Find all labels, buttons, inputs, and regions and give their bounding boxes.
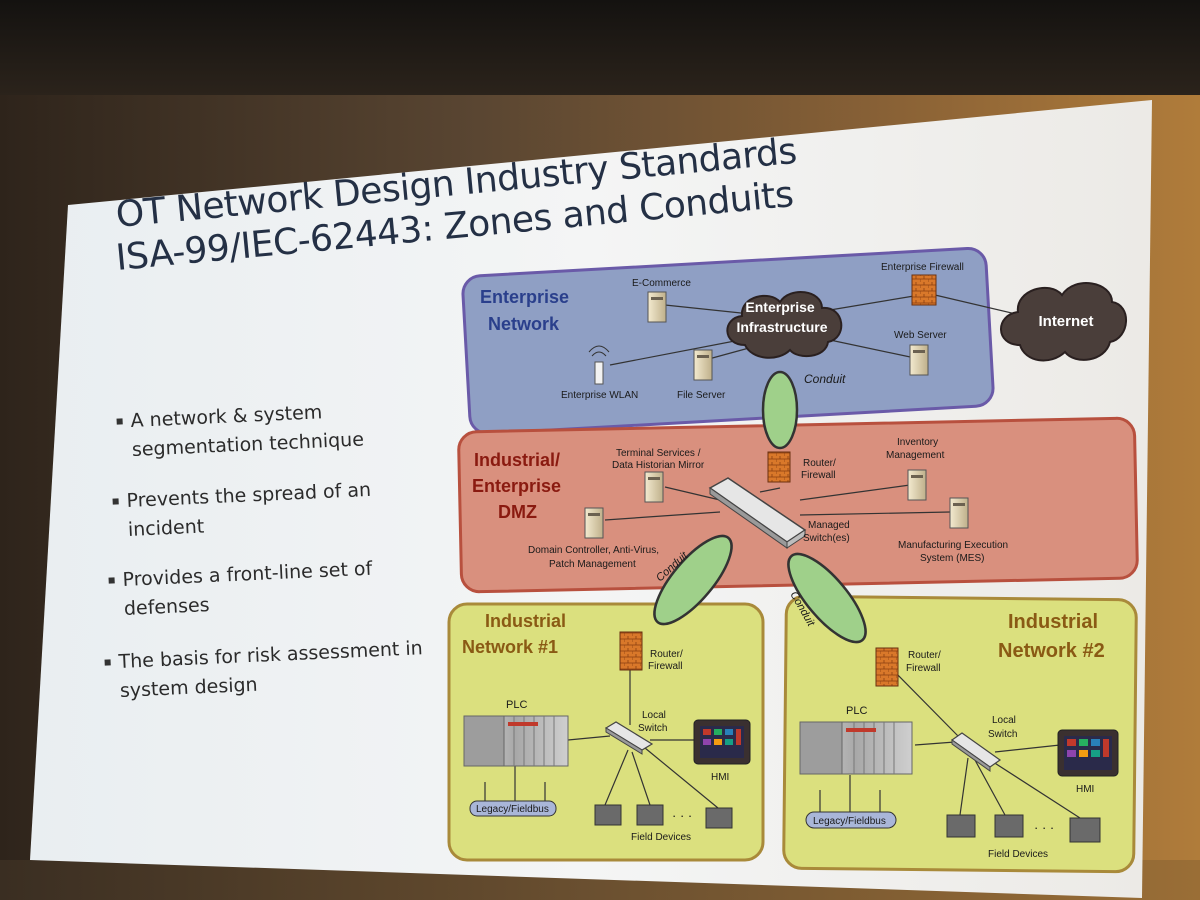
internet-label: Internet <box>1038 313 1093 330</box>
conduit-enterprise-dmz <box>761 370 799 450</box>
network1-local-switch-label: Local Switch <box>638 710 669 734</box>
dmz-zone-label: Industrial/ Enterprise DMZ <box>472 450 566 522</box>
inventory-management-label: Inventory Management <box>886 437 945 461</box>
enterprise-zone-label: Enterprise Network <box>480 287 574 334</box>
enterprise-infrastructure-label: Enterprise Infrastructure <box>736 299 827 335</box>
file-server-icon <box>693 349 713 381</box>
network1-links <box>484 670 719 809</box>
network2-hmi-icon <box>1057 729 1119 777</box>
network2-field-devices-ellipsis: · · · <box>1034 820 1054 835</box>
web-server-icon <box>909 344 929 376</box>
network2-router-firewall-label: Router/ Firewall <box>906 650 944 674</box>
enterprise-infrastructure-cloud-icon <box>726 290 843 359</box>
network1-router-firewall-label: Router/ Firewall <box>648 649 686 672</box>
file-server-label: File Server <box>677 390 726 401</box>
internet-cloud-icon <box>1000 282 1127 362</box>
mes-label: Manufacturing Execution System (MES) <box>898 540 1011 564</box>
network2-plc-label: PLC <box>846 705 867 717</box>
wireless-access-point-icon <box>588 345 610 385</box>
network2-field-device-icon <box>946 814 976 838</box>
enterprise-zone <box>461 246 995 436</box>
network1-plc-rack-icon <box>463 715 569 767</box>
industrial-network-2-label: Industrial Network #2 <box>998 611 1105 662</box>
network2-links <box>819 664 1081 819</box>
mes-server-icon <box>949 497 969 529</box>
network1-legacy-fieldbus-icon <box>469 800 557 817</box>
ecommerce-label: E-Commerce <box>632 278 691 289</box>
dmz-router-firewall-icon <box>767 451 791 483</box>
web-server-label: Web Server <box>894 330 947 341</box>
dmz-links <box>604 484 951 521</box>
industrial-network-1-label: Industrial Network #1 <box>462 611 571 657</box>
enterprise-firewall-label: Enterprise Firewall <box>881 262 964 273</box>
network1-router-firewall-icon <box>619 631 643 671</box>
network1-hmi-label: HMI <box>711 772 729 783</box>
enterprise-firewall-icon <box>911 274 937 306</box>
enterprise-wlan-label: Enterprise WLAN <box>561 390 638 401</box>
network2-legacy-fieldbus-label: Legacy/Fieldbus <box>813 816 886 827</box>
terminal-services-label: Terminal Services / Data Historian Mirro… <box>612 448 705 471</box>
network1-plc-label: PLC <box>506 699 527 711</box>
network2-legacy-fieldbus-icon <box>805 811 897 829</box>
terminal-services-server-icon <box>644 471 664 503</box>
domain-controller-server-icon <box>584 507 604 539</box>
network2-field-device-icon <box>1069 817 1101 843</box>
network1-field-devices-label: Field Devices <box>631 832 691 843</box>
inventory-server-icon <box>907 469 927 501</box>
network1-field-device-icon <box>636 804 664 826</box>
network1-field-device-icon <box>594 804 622 826</box>
network2-local-switch-icon <box>950 732 1002 772</box>
managed-switch-icon <box>708 477 807 549</box>
network1-hmi-icon <box>693 719 751 765</box>
ecommerce-server-icon <box>647 291 667 323</box>
network2-local-switch-label: Local Switch <box>988 715 1019 740</box>
room-background-top <box>0 0 1200 95</box>
network2-field-device-icon <box>994 814 1024 838</box>
network1-field-device-icon <box>705 807 733 829</box>
network1-legacy-fieldbus-label: Legacy/Fieldbus <box>476 804 549 815</box>
conduit-dmz-network2 <box>787 552 867 644</box>
conduit-dmz-network1 <box>653 534 733 626</box>
domain-controller-label: Domain Controller, Anti-Virus, Patch Man… <box>528 545 662 570</box>
dmz-router-firewall-label: Router/ Firewall <box>801 458 839 481</box>
managed-switch-label: Managed Switch(es) <box>803 520 852 544</box>
network2-hmi-label: HMI <box>1076 784 1094 795</box>
network1-local-switch-icon <box>604 721 654 755</box>
network2-plc-rack-icon <box>799 721 913 775</box>
network1-field-devices-ellipsis: · · · <box>672 808 692 823</box>
conduit-label: Conduit <box>804 372 846 386</box>
network2-field-devices-label: Field Devices <box>988 849 1048 860</box>
network2-router-firewall-icon <box>875 647 899 687</box>
